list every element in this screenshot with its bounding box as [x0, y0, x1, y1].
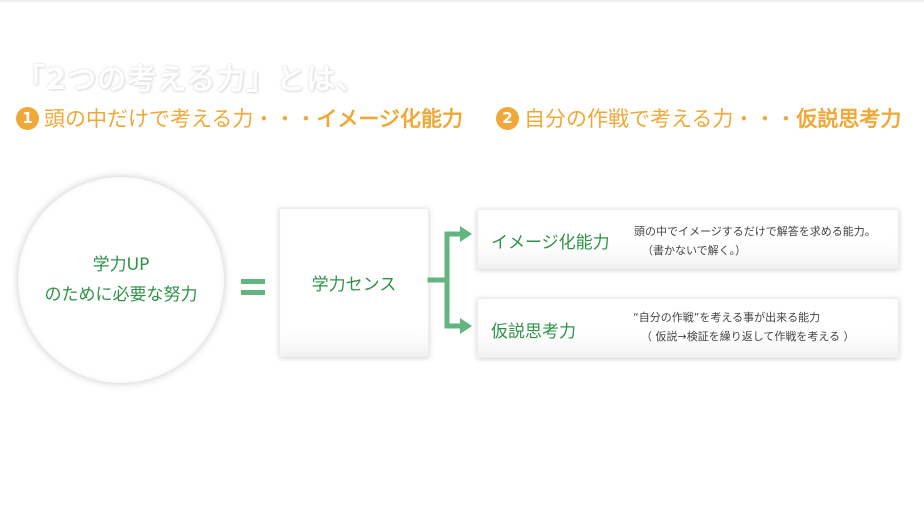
ability-box-image: イメージ化能力 頭の中でイメージするだけで解答を求める能力。 （書かないで解く。…	[477, 209, 899, 269]
equals-sign	[241, 279, 265, 297]
point-2-text: 自分の作戦で考える力・・・	[524, 107, 797, 131]
ability-desc-hypothesis-line2: （ 仮説→検証を繰り返して作戦を考える ）	[641, 330, 855, 343]
point-1: 1 頭の中だけで考える力・・・ イメージ化能力	[16, 103, 463, 133]
point-1-text: 頭の中だけで考える力・・・	[44, 107, 317, 131]
sense-box: 学力センス	[279, 208, 429, 357]
ability-desc-image-line1: 頭の中でイメージするだけで解答を求める能力。	[634, 225, 876, 238]
goal-line-1: 学力UP	[92, 255, 150, 275]
point-2-key: 仮説思考力	[796, 107, 902, 131]
ability-box-hypothesis: 仮説思考力 “自分の作戦”を考える事が出来る能力 （ 仮説→検証を繰り返して作戦…	[477, 298, 899, 358]
ability-desc-hypothesis: “自分の作戦”を考える事が出来る能力 （ 仮説→検証を繰り返して作戦を考える ）	[633, 308, 855, 346]
page-title: 「2つの考える力」とは、	[16, 62, 367, 96]
branch-arrow	[427, 226, 472, 334]
goal-line-2: のために必要な努力	[44, 285, 198, 305]
top-border	[0, 0, 924, 3]
ability-desc-image: 頭の中でイメージするだけで解答を求める能力。 （書かないで解く。）	[634, 222, 876, 260]
number-badge-1: 1	[16, 106, 39, 130]
ability-desc-image-line2: （書かないで解く。）	[642, 244, 747, 257]
ability-label-image: イメージ化能力	[491, 233, 610, 253]
goal-circle: 学力UP のために必要な努力	[18, 177, 224, 383]
ability-label-hypothesis: 仮説思考力	[491, 322, 576, 342]
point-1-key: イメージ化能力	[316, 107, 463, 131]
ability-desc-hypothesis-line1: “自分の作戦”を考える事が出来る能力	[633, 311, 821, 324]
sense-label: 学力センス	[311, 275, 397, 295]
point-2: 2 自分の作戦で考える力・・・ 仮説思考力	[496, 103, 901, 133]
number-badge-2: 2	[496, 106, 519, 130]
